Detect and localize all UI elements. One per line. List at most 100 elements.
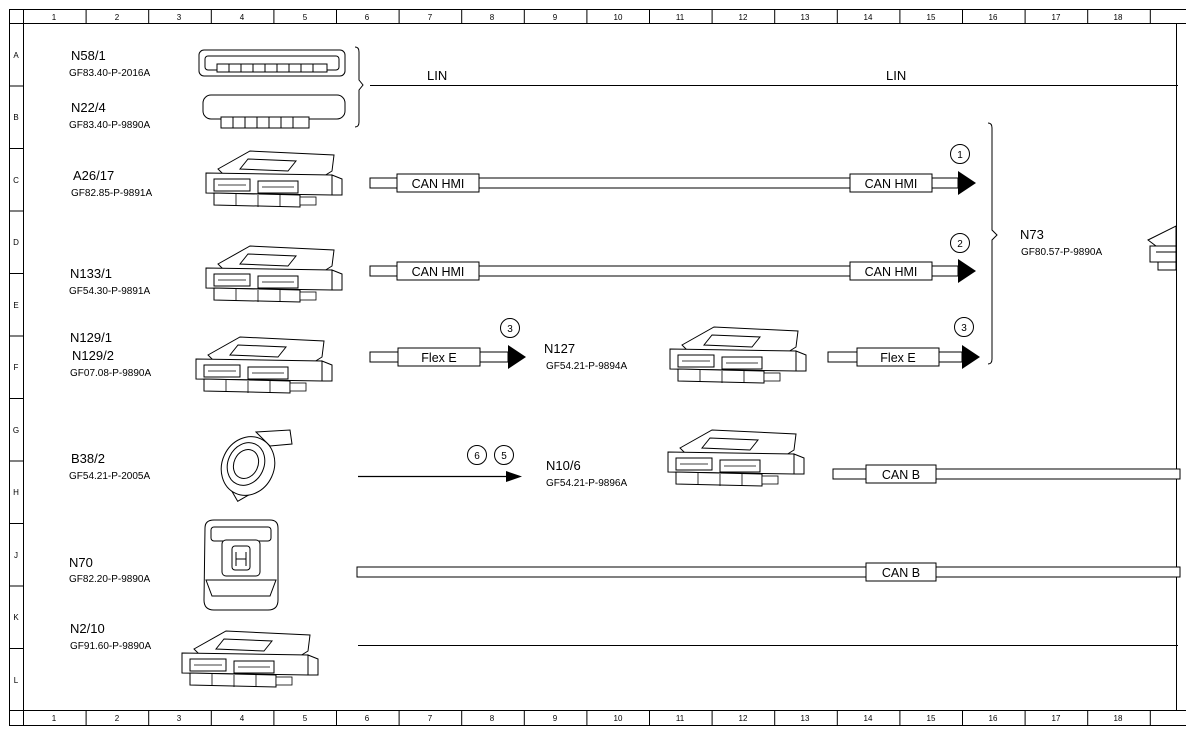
grid-col-label: 18: [1114, 714, 1123, 723]
component-ref: GF54.21-P-9894A: [546, 361, 627, 372]
component-id: N22/4: [71, 100, 106, 115]
grid-col-label: 12: [739, 714, 748, 723]
grid-col-label: 8: [490, 714, 495, 723]
grid-col-label: 14: [864, 714, 873, 723]
flex-e-label: Flex E: [421, 351, 456, 365]
component-id: N129/2: [72, 348, 114, 363]
grid-col-label: 8: [490, 13, 495, 22]
component-ref: GF82.20-P-9890A: [69, 574, 150, 585]
component-id: A26/17: [73, 168, 114, 183]
n10-6-module-icon: [667, 429, 805, 487]
marker-3: 3: [500, 318, 520, 338]
svg-text:6: 6: [474, 451, 480, 462]
grid-row-label: E: [13, 301, 18, 310]
grid-col-label: 5: [303, 714, 308, 723]
grid-col-label: 2: [115, 13, 120, 22]
frame: [9, 9, 1186, 726]
flex-e-label: Flex E: [880, 351, 915, 365]
grid-col-label: 14: [864, 13, 873, 22]
component-id: N73: [1020, 227, 1044, 242]
svg-text:5: 5: [501, 451, 507, 462]
grid-row-label: L: [14, 676, 19, 685]
marker-2: 2: [950, 233, 970, 253]
grid-col-label: 13: [801, 13, 810, 22]
grid-row-label: A: [13, 51, 19, 60]
component-ref: GF54.21-P-9896A: [546, 478, 627, 489]
grid-row-label: K: [13, 613, 19, 622]
grid-row-label: G: [13, 426, 19, 435]
component-ref: GF83.40-P-2016A: [69, 68, 150, 79]
n129-module-icon: [195, 336, 333, 394]
flex-e-bus-2: Flex E: [827, 345, 980, 369]
component-id: N2/10: [70, 621, 105, 636]
grid-col-label: 4: [240, 13, 245, 22]
grid-col-label: 15: [927, 13, 936, 22]
marker-5: 5: [494, 445, 514, 465]
grid-col-label: 7: [428, 714, 433, 723]
grid-row-label: D: [13, 238, 19, 247]
svg-text:2: 2: [957, 239, 963, 250]
column-labels-top: 1 2 3 4 5 6 7 8 9 10 11 12 13 14 15 16 1…: [52, 13, 1123, 22]
grid-col-label: 9: [553, 714, 558, 723]
component-id: N70: [69, 555, 93, 570]
grid-row-label: J: [14, 551, 18, 560]
component-ref: GF82.85-P-9891A: [71, 188, 152, 199]
sensor-signal-line: [358, 471, 522, 482]
component-id: N133/1: [70, 266, 112, 281]
can-hmi-label: CAN HMI: [865, 177, 918, 191]
grid-row-label: H: [13, 488, 19, 497]
n133-1-module-icon: [205, 245, 343, 303]
svg-text:3: 3: [961, 323, 967, 334]
svg-text:3: 3: [507, 324, 513, 335]
marker-3: 3: [954, 317, 974, 337]
n70-overhead-unit-icon: [203, 519, 279, 611]
marker-1: 1: [950, 144, 970, 164]
grid-col-label: 10: [614, 714, 623, 723]
component-ref: GF83.40-P-9890A: [69, 120, 150, 131]
can-b-bus-2: CAN B: [356, 562, 1181, 582]
grid-col-label: 4: [240, 714, 245, 723]
grid-col-label: 3: [177, 714, 182, 723]
can-hmi-bus-1: CAN HMI CAN HMI: [369, 171, 976, 195]
component-ref: GF91.60-P-9890A: [70, 641, 151, 652]
grid-col-label: 7: [428, 13, 433, 22]
n22-4-panel-icon: [202, 94, 346, 129]
b38-2-sensor-icon: [220, 429, 293, 502]
n127-module-icon: [669, 326, 807, 384]
lin-label: LIN: [886, 68, 906, 83]
column-labels-bottom: 1 2 3 4 5 6 7 8 9 10 11 12 13 14 15 16 1…: [52, 714, 1123, 723]
can-b-label: CAN B: [882, 566, 920, 580]
grid-col-label: 5: [303, 13, 308, 22]
grid-col-label: 16: [989, 714, 998, 723]
component-ref: GF54.30-P-9891A: [69, 286, 150, 297]
component-id: B38/2: [71, 451, 105, 466]
marker-6: 6: [467, 445, 487, 465]
can-hmi-bus-2: CAN HMI CAN HMI: [369, 259, 976, 283]
grid-col-label: 1: [52, 714, 57, 723]
can-hmi-label: CAN HMI: [412, 265, 465, 279]
grid-row-label: F: [14, 363, 19, 372]
grid-col-label: 1: [52, 13, 57, 22]
grid-col-label: 6: [365, 714, 370, 723]
row-labels: A B C D E F G H J K L: [13, 51, 19, 685]
grid-row-label: C: [13, 176, 19, 185]
a26-17-module-icon: [205, 150, 343, 208]
grid-col-label: 12: [739, 13, 748, 22]
grid-col-label: 11: [676, 13, 685, 22]
lin-brace: [354, 46, 364, 128]
grid-col-label: 6: [365, 13, 370, 22]
svg-text:1: 1: [957, 150, 963, 161]
component-ref: GF80.57-P-9890A: [1021, 247, 1102, 258]
grid-col-label: 10: [614, 13, 623, 22]
grid-col-label: 9: [553, 13, 558, 22]
grid-col-label: 15: [927, 714, 936, 723]
n73-brace: [987, 122, 998, 365]
component-id: N129/1: [70, 330, 112, 345]
grid-col-label: 13: [801, 714, 810, 723]
grid-col-label: 16: [989, 13, 998, 22]
grid-row-label: B: [13, 113, 18, 122]
component-id: N10/6: [546, 458, 581, 473]
can-hmi-label: CAN HMI: [412, 177, 465, 191]
can-b-bus-1: CAN B: [832, 464, 1181, 484]
n58-1-panel-icon: [198, 49, 346, 77]
